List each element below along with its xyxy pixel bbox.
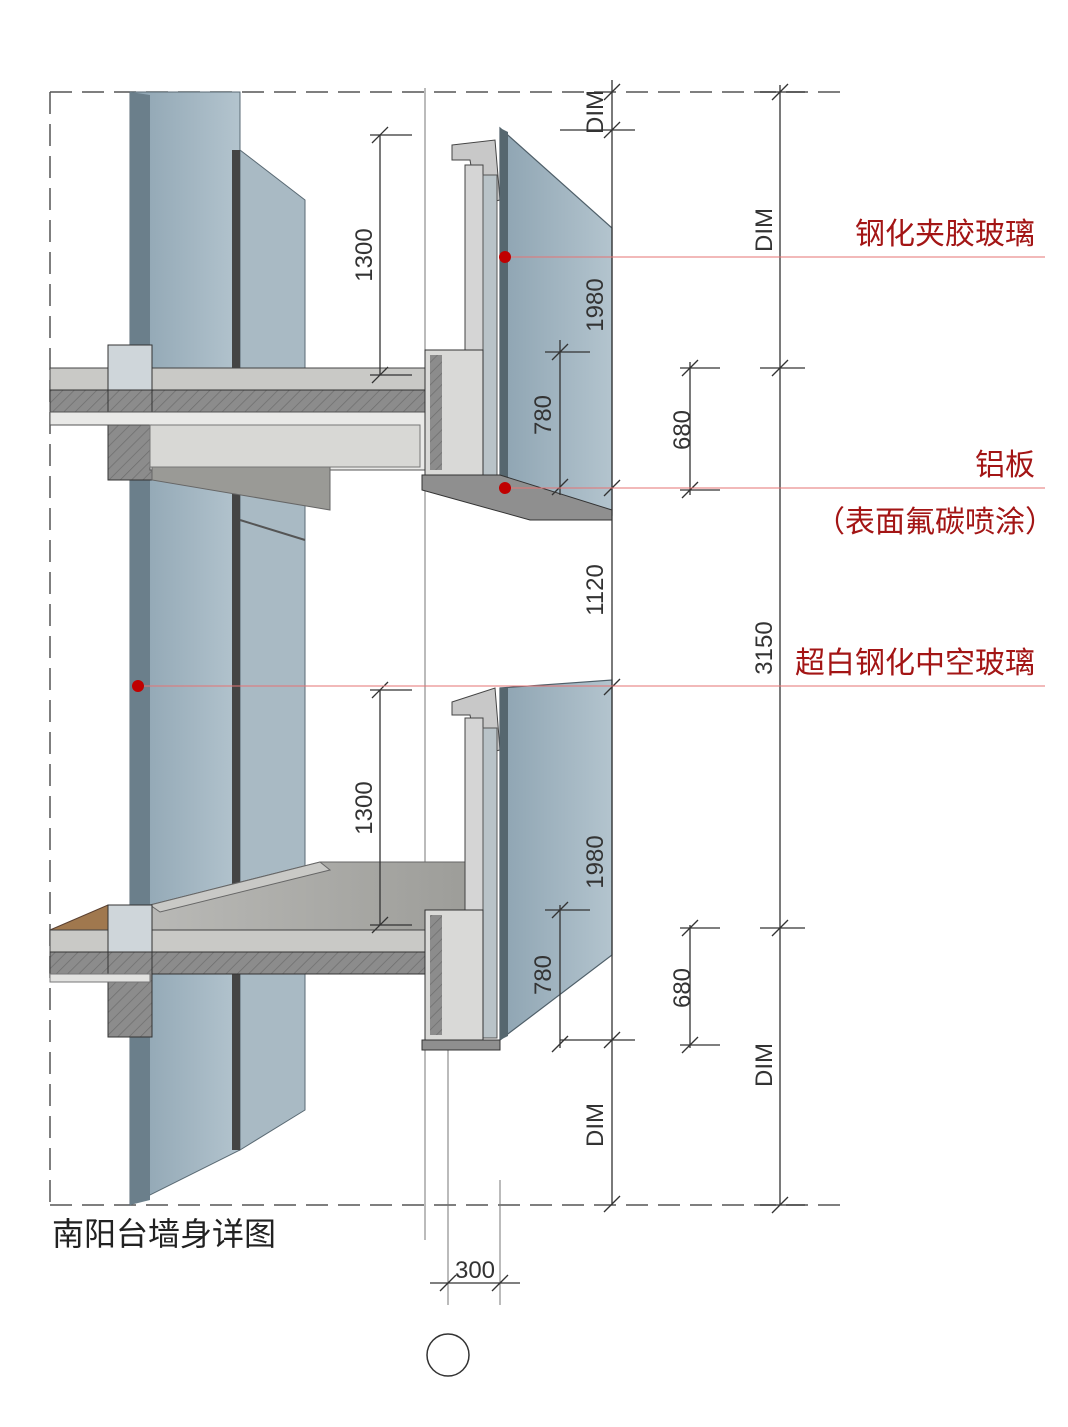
dim-680-lower: 680: [669, 968, 696, 1008]
upper-balcony: [421, 126, 613, 521]
dim-1980-upper: 1980: [582, 278, 609, 331]
dim-3150: 3150: [751, 621, 778, 674]
dim-1120: 1120: [582, 564, 609, 616]
callout-labels: 钢化夹胶玻璃 铝板 （表面氟碳喷涂） 超白钢化中空玻璃: [795, 217, 1055, 681]
dim-680-upper: 680: [669, 410, 696, 450]
dim-label-top: DIM: [582, 90, 609, 134]
laminated-glass-dot: [499, 251, 511, 263]
insulated-glass-dot: [132, 680, 144, 692]
dimension-lines: [370, 80, 805, 1292]
dim-300: 300: [455, 1257, 495, 1284]
drawing-title: 南阳台墙身详图: [52, 1215, 276, 1253]
callout-leaders: [138, 256, 1045, 687]
upper-slab: [49, 344, 451, 511]
callout-insulated-glass: 超白钢化中空玻璃: [795, 646, 1035, 681]
dim-1300-lower: 1300: [351, 781, 378, 834]
dim-label-bottom: DIM: [582, 1103, 609, 1147]
left-curtain-wall: [129, 91, 306, 1206]
lower-slab: [49, 861, 471, 1038]
dim-780-upper: 780: [530, 395, 557, 435]
callout-aluminum-panel-sub: （表面氟碳喷涂）: [815, 505, 1055, 540]
callout-aluminum-panel: 铝板: [975, 448, 1035, 483]
grid-bubble: [426, 1333, 470, 1377]
dim-label-lower: DIM: [751, 1043, 778, 1087]
aluminum-panel-dot: [499, 482, 511, 494]
dim-780-lower: 780: [530, 955, 557, 995]
dim-1980-lower: 1980: [582, 835, 609, 888]
callout-dots: [132, 251, 511, 692]
dim-label-upper: DIM: [751, 208, 778, 252]
dim-1300-upper: 1300: [351, 228, 378, 281]
dimension-labels: 1300 1300 1980 1980 780 780 680 680 1120…: [351, 90, 778, 1284]
callout-laminated-glass: 钢化夹胶玻璃: [855, 217, 1035, 252]
